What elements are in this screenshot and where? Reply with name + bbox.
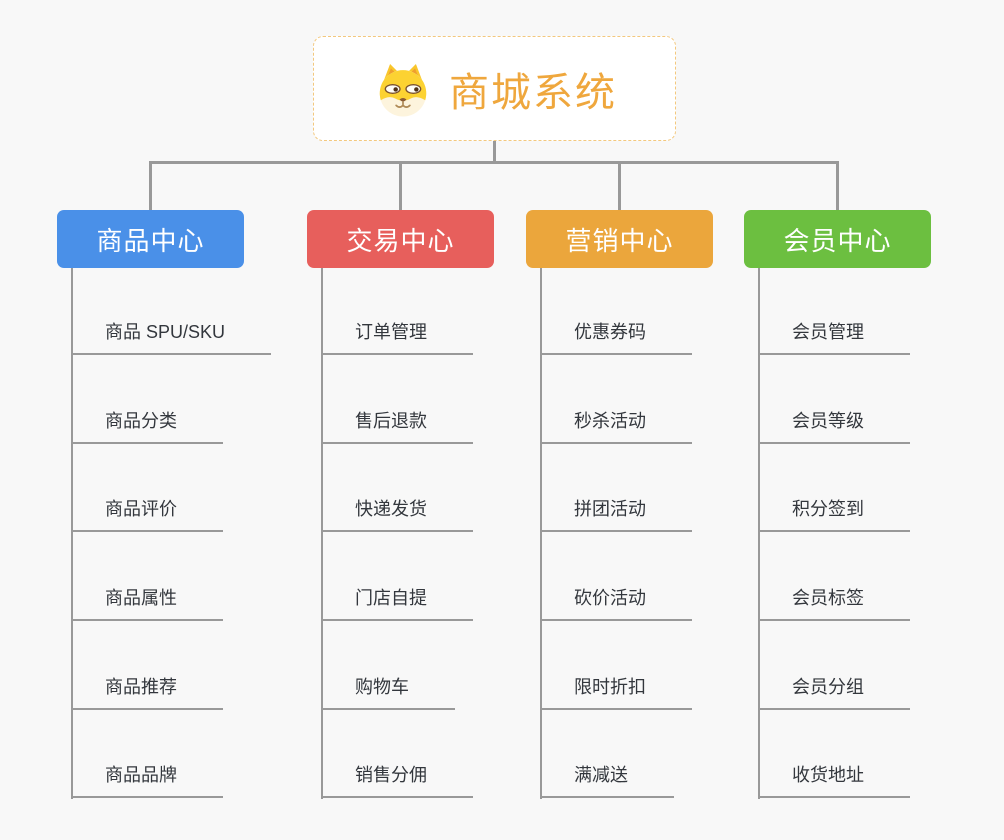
branch-member-center: 会员中心 会员管理 会员等级 积分签到 会员标签 会员分组 收货地址	[744, 210, 984, 810]
leaf-node[interactable]: 满减送	[540, 762, 674, 798]
drop-line-member	[836, 161, 839, 210]
leaf-node[interactable]: 商品推荐	[71, 674, 223, 710]
branch-spine-line	[71, 268, 73, 799]
leaf-node[interactable]: 商品 SPU/SKU	[71, 319, 272, 355]
branch-spine-line	[540, 268, 542, 799]
leaf-node[interactable]: 砍价活动	[540, 585, 692, 621]
branch-connector-line	[149, 161, 839, 164]
branch-trade-center: 交易中心 订单管理 售后退款 快递发货 门店自提 购物车 销售分佣	[307, 210, 547, 810]
root-stem-line	[493, 141, 496, 162]
leaf-node[interactable]: 会员标签	[758, 585, 910, 621]
leaf-node[interactable]: 收货地址	[758, 762, 910, 798]
root-node[interactable]: 商城系统	[313, 36, 676, 141]
leaf-node[interactable]: 门店自提	[321, 585, 473, 621]
leaf-node[interactable]: 商品属性	[71, 585, 223, 621]
root-title: 商城系统	[449, 70, 617, 115]
leaf-node[interactable]: 商品品牌	[71, 762, 223, 798]
leaf-node[interactable]: 积分签到	[758, 496, 910, 532]
branch-product-center: 商品中心 商品 SPU/SKU 商品分类 商品评价 商品属性 商品推荐 商品品牌	[57, 210, 297, 810]
leaf-node[interactable]: 购物车	[321, 674, 455, 710]
leaf-node[interactable]: 秒杀活动	[540, 408, 692, 444]
leaf-node[interactable]: 订单管理	[321, 319, 473, 355]
leaf-node[interactable]: 拼团活动	[540, 496, 692, 532]
drop-line-marketing	[618, 161, 621, 210]
leaf-node[interactable]: 商品评价	[71, 496, 223, 532]
branch-spine-line	[758, 268, 760, 799]
branch-header-member[interactable]: 会员中心	[744, 210, 931, 268]
branch-spine-line	[321, 268, 323, 799]
branch-header-trade[interactable]: 交易中心	[307, 210, 494, 268]
branch-header-product[interactable]: 商品中心	[57, 210, 244, 268]
leaf-node[interactable]: 限时折扣	[540, 674, 692, 710]
leaf-node[interactable]: 优惠券码	[540, 319, 692, 355]
leaf-node[interactable]: 销售分佣	[321, 762, 473, 798]
drop-line-product	[149, 161, 152, 210]
leaf-node[interactable]: 售后退款	[321, 408, 473, 444]
branch-marketing-center: 营销中心 优惠券码 秒杀活动 拼团活动 砍价活动 限时折扣 满减送	[526, 210, 766, 810]
branch-header-marketing[interactable]: 营销中心	[526, 210, 713, 268]
leaf-node[interactable]: 商品分类	[71, 408, 223, 444]
leaf-node[interactable]: 会员等级	[758, 408, 910, 444]
leaf-node[interactable]: 快递发货	[321, 496, 473, 532]
leaf-node[interactable]: 会员分组	[758, 674, 910, 710]
drop-line-trade	[399, 161, 402, 210]
leaf-node[interactable]: 会员管理	[758, 319, 910, 355]
dog-face-icon	[372, 58, 434, 120]
